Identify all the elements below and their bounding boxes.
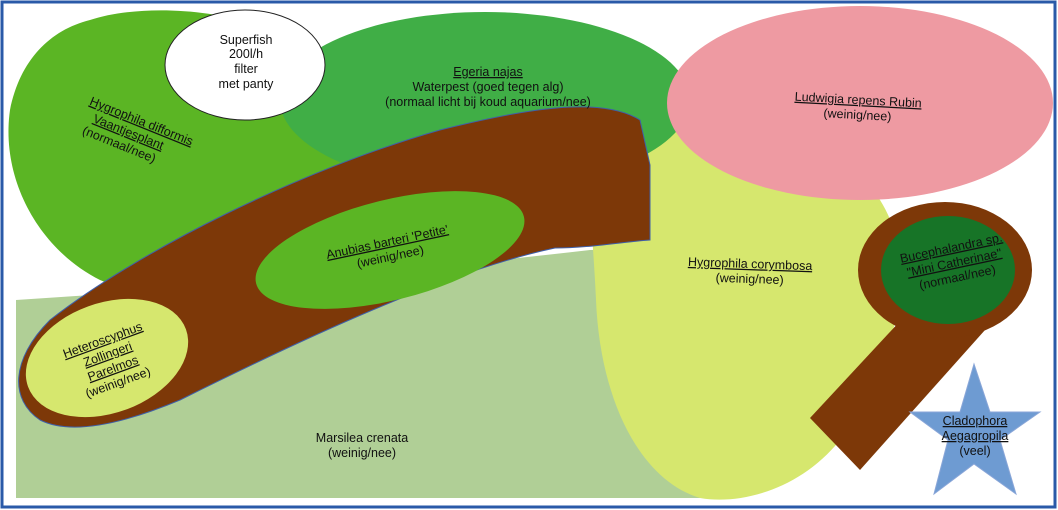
cladophora-line3: (veel) <box>959 444 990 458</box>
superfish-line2: 200l/h <box>229 47 263 61</box>
egeria-line1: Egeria najas <box>453 65 523 79</box>
egeria-line3: (normaal licht bij koud aquarium/nee) <box>385 95 591 109</box>
superfish-line4: met panty <box>219 77 275 91</box>
egeria-line2: Waterpest (goed tegen alg) <box>412 80 563 94</box>
marsilea-line2: (weinig/nee) <box>328 446 396 460</box>
bucephalandra-shape <box>881 216 1015 324</box>
cladophora-line2: Aegagropila <box>942 429 1009 443</box>
cladophora-star <box>908 362 1042 496</box>
egeria-label: Egeria najas Waterpest (goed tegen alg) … <box>385 65 591 109</box>
ludwigia-shape <box>667 6 1053 200</box>
marsilea-line1: Marsilea crenata <box>316 431 408 445</box>
marsilea-label: Marsilea crenata (weinig/nee) <box>316 431 408 460</box>
cladophora-line1: Cladophora <box>943 414 1008 428</box>
cladophora-label: Cladophora Aegagropila (veel) <box>942 414 1009 458</box>
hygrophila-corymbosa-line1: Hygrophila corymbosa <box>688 255 813 273</box>
hygrophila-corymbosa-label: Hygrophila corymbosa (weinig/nee) <box>688 255 813 287</box>
ludwigia-line2: (weinig/nee) <box>823 106 892 124</box>
anubias-shape <box>255 191 525 309</box>
superfish-line3: filter <box>234 62 258 76</box>
superfish-line1: Superfish <box>220 33 273 47</box>
superfish-label: Superfish 200l/h filter met panty <box>219 33 275 91</box>
driftwood-handle <box>810 305 985 470</box>
ludwigia-line1: Ludwigia repens Rubin <box>794 90 922 111</box>
ludwigia-label: Ludwigia repens Rubin (weinig/nee) <box>794 90 922 124</box>
heteroscyphus-shape <box>25 298 189 418</box>
superfish-filter-shape <box>164 9 326 121</box>
hygrophila-corymbosa-line2: (weinig/nee) <box>715 271 784 287</box>
